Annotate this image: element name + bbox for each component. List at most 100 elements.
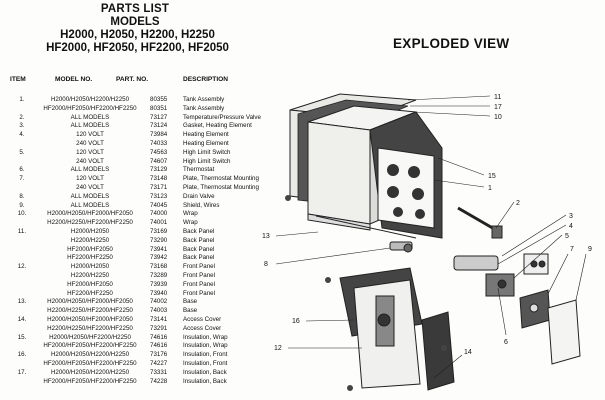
model-number: HF2000/HF2050/HF2200/HF2250 [43, 342, 137, 350]
part-description: Plate, Thermostat Mounting [183, 184, 259, 191]
model-number: 240 VOLT [76, 140, 104, 147]
item-number: 1. [19, 96, 25, 103]
part-description: Tank Assembly [183, 96, 225, 103]
part-description: Temperature/Pressure Valve [183, 113, 261, 121]
model-number: ALL MODELS [70, 192, 110, 200]
models-title: MODELS [110, 16, 160, 28]
callout-leaders [275, 95, 587, 379]
item-number: 7. [19, 175, 25, 183]
part-description: Wrap [183, 219, 198, 227]
callout-14: 14 [464, 349, 472, 356]
part-description: Front Panel [183, 272, 215, 279]
model-number: 240 VOLT [76, 157, 104, 165]
model-number: HF2200/HF2250 [67, 289, 113, 297]
temperature-pressure-valve [457, 206, 503, 239]
callout-17: 17 [494, 104, 502, 111]
item-number: 12. [17, 263, 27, 271]
model-number: H2200/H2250/HF2200/HF2250 [47, 219, 133, 227]
callout-6: 6 [504, 339, 508, 346]
model-number: H2000/H2050 [70, 263, 110, 271]
model-number: HF2000/HF2050/HF2200/HF2250 [43, 377, 137, 385]
part-number: 73289 [150, 272, 168, 279]
callout-labels: 11 17 10 15 1 2 3 4 5 7 9 13 8 16 6 12 1… [262, 94, 592, 356]
part-number: 73176 [150, 351, 168, 359]
part-description: Back Panel [183, 245, 215, 253]
item-number: 15. [17, 333, 27, 341]
part-description: Heating Element [183, 131, 229, 139]
part-number: 73141 [150, 316, 168, 323]
model-number: 120 VOLT [76, 148, 104, 156]
part-number: 73123 [150, 192, 168, 200]
callout-16: 16 [292, 318, 300, 325]
model-number: ALL MODELS [70, 113, 110, 121]
part-number: 73129 [150, 166, 168, 174]
callout-5: 5 [565, 233, 569, 240]
part-description: Access Cover [183, 324, 222, 332]
part-number: 73169 [150, 228, 168, 235]
part-number: 73290 [150, 236, 168, 244]
part-number: 80355 [150, 96, 168, 103]
model-number: ALL MODELS [70, 201, 110, 209]
model-number: 120 VOLT [76, 131, 104, 139]
item-number: 3. [19, 122, 25, 130]
part-number: 73984 [150, 131, 168, 139]
model-number: H2000/H2050/H2200/H2250 [50, 96, 130, 103]
callout-4: 4 [569, 223, 573, 230]
model-number: H2200/H2250 [70, 236, 110, 244]
heating-element [453, 255, 515, 297]
item-number: 17. [17, 368, 27, 376]
header-model-no: MODEL NO. [55, 76, 93, 83]
part-description: High Limit Switch [183, 157, 231, 165]
model-number: H2000/H2050/HF2200/H2250 [49, 333, 131, 341]
model-number: H2000/H2050 [70, 228, 110, 235]
part-description: Wrap [183, 210, 198, 218]
part-description: Front Panel [183, 280, 215, 288]
part-number: 74616 [150, 342, 168, 350]
part-description: Base [183, 307, 198, 315]
callout-10: 10 [494, 114, 502, 121]
access-cover [421, 311, 455, 391]
part-number: 73291 [150, 324, 168, 332]
model-number: H2000/H2050/H2200/H2250 [50, 368, 130, 376]
wire-shield [547, 299, 581, 365]
part-description: Gasket, Heating Element [183, 122, 252, 130]
part-description: Heating Element [183, 140, 229, 147]
part-description: Base [183, 298, 198, 306]
part-number: 73940 [150, 289, 168, 297]
part-number: 74607 [150, 157, 168, 165]
model-number: ALL MODELS [70, 166, 110, 174]
part-description: Front Panel [183, 289, 215, 297]
parts-list-title: PARTS LIST [100, 3, 170, 15]
part-number: 74616 [150, 333, 168, 341]
item-number: 6. [19, 166, 25, 174]
part-description: Back Panel [183, 254, 215, 262]
part-description: Insulation, Wrap [183, 342, 228, 350]
callout-3: 3 [569, 213, 573, 220]
base [307, 213, 417, 239]
item-number: 8. [19, 192, 25, 200]
part-description: Insulation, Back [183, 377, 227, 385]
model-number: H2000/H2050/HF2000/HF2050 [47, 316, 133, 323]
header-item: ITEM [10, 76, 26, 83]
part-description: High Limit Switch [183, 148, 231, 156]
insulation-wrap [369, 111, 443, 239]
high-limit-switch [523, 253, 549, 275]
part-number: 80351 [150, 104, 168, 112]
part-description: Shield, Wires [183, 201, 220, 209]
part-number: 74228 [150, 377, 168, 385]
item-number: 13. [17, 298, 27, 306]
callout-2: 2 [516, 200, 520, 207]
part-description: Back Panel [183, 228, 215, 235]
part-number: 74003 [150, 307, 168, 315]
part-number: 73124 [150, 122, 168, 130]
part-description: Insulation, Front [183, 351, 228, 359]
part-number: 73127 [150, 113, 168, 121]
part-number: 74045 [150, 201, 168, 209]
model-number: HF2000/HF2050 [67, 280, 113, 288]
model-number: H2200/H2250/HF2200/HF2250 [47, 307, 133, 315]
part-number: 74000 [150, 210, 168, 218]
model-number: H2000/H2050/HF2000/HF2050 [47, 210, 133, 218]
model-number: H2000/H2050/H2200/H2250 [50, 351, 130, 359]
model-number: H2200/H2250/HF2200/HF2250 [47, 324, 133, 332]
